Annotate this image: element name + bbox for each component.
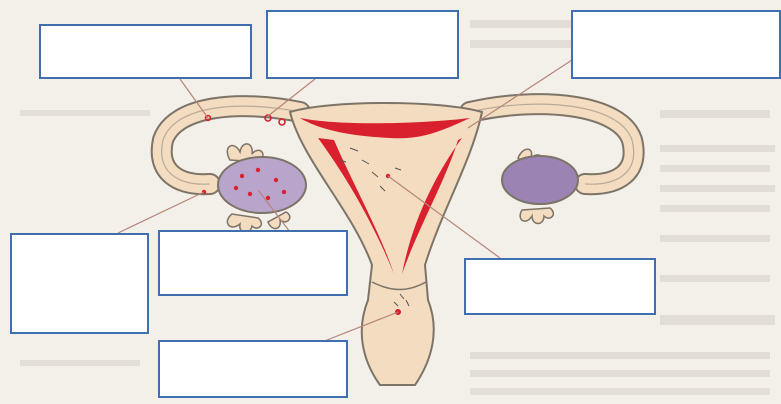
label-box-2[interactable]	[266, 10, 459, 79]
label-box-1[interactable]	[39, 24, 252, 79]
label-box-7[interactable]	[158, 340, 348, 398]
left-ovary	[218, 157, 306, 213]
label-box-5[interactable]	[158, 230, 348, 296]
label-box-3[interactable]	[571, 10, 781, 79]
label-box-4[interactable]	[10, 233, 149, 334]
label-box-6[interactable]	[464, 258, 656, 315]
leader-line-4	[118, 192, 204, 233]
right-ovary	[502, 156, 578, 204]
